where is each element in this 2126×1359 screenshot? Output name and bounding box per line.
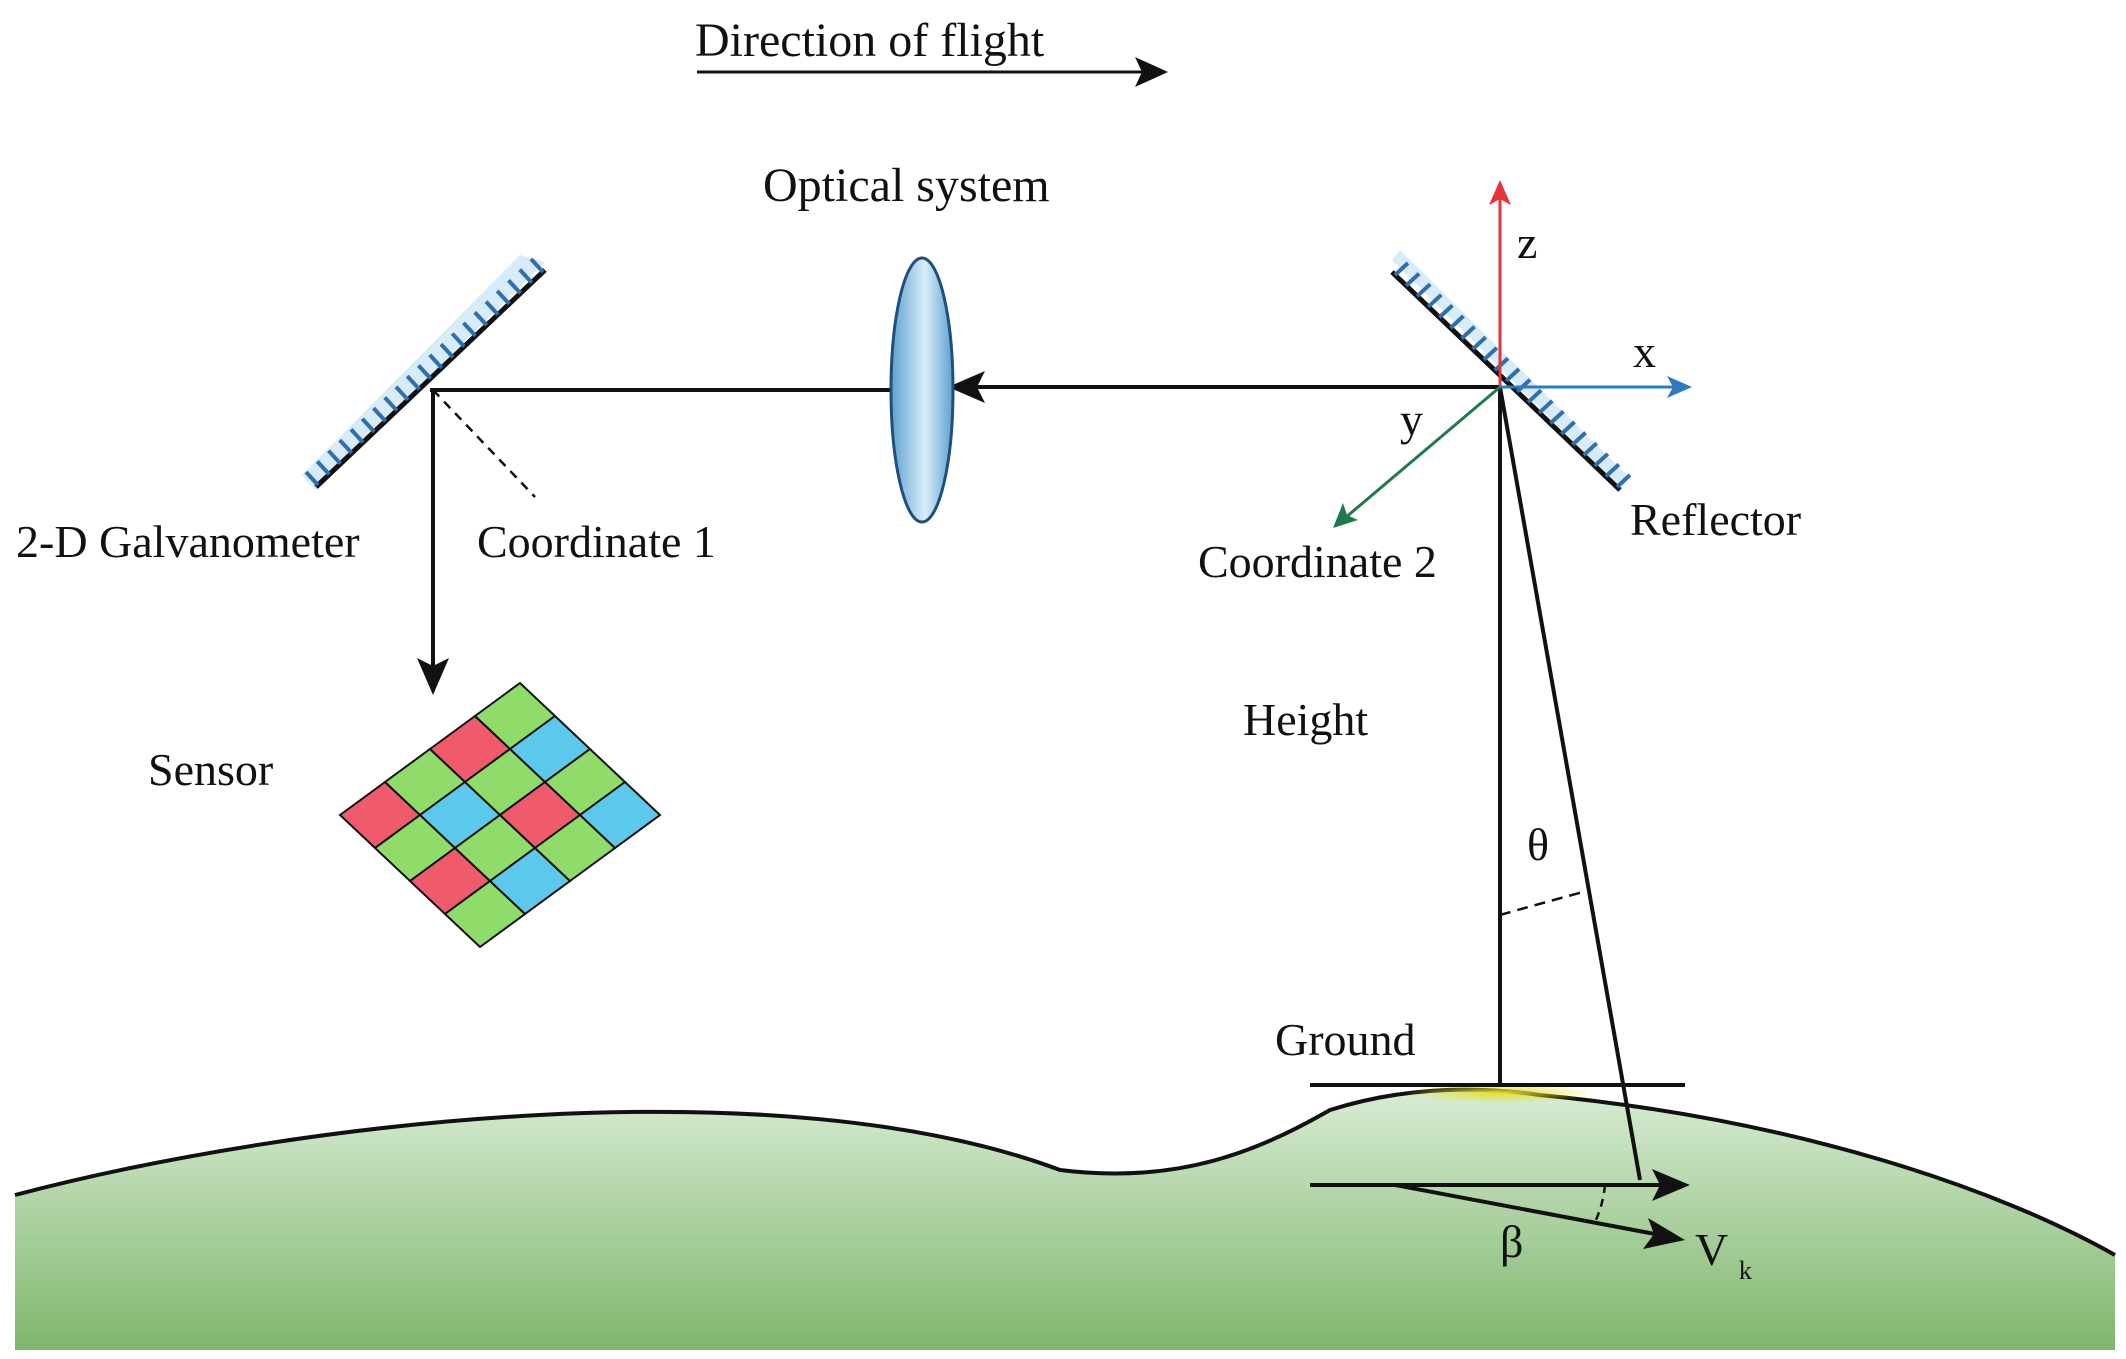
direction-of-flight-label: Direction of flight	[695, 14, 1045, 67]
ground-terrain	[14, 1083, 2116, 1350]
lens-optical-system	[889, 256, 955, 524]
lens	[889, 256, 955, 524]
hatch-mark	[1482, 346, 1499, 362]
sensor	[338, 681, 662, 949]
hatch-mark	[1549, 409, 1565, 425]
horizontal-velocity-arrow-head	[1652, 1169, 1690, 1201]
theta-label: θ	[1527, 819, 1549, 870]
hatch-mark	[484, 300, 500, 316]
hatch-mark	[1560, 420, 1576, 436]
galvanometer-hatching	[304, 257, 545, 487]
terrain-surface	[15, 1089, 2115, 1350]
hatch-mark	[417, 364, 432, 380]
hatch-mark	[327, 449, 342, 466]
hatch-mark	[1582, 441, 1599, 457]
reflector-glow	[1392, 250, 1630, 488]
hatch-mark	[473, 310, 489, 327]
hatch-mark	[1438, 303, 1454, 319]
reflector-label: Reflector	[1630, 494, 1801, 545]
beam-arrow-head-sensor	[417, 658, 449, 695]
hatch-mark	[507, 278, 522, 295]
beta-arc	[1593, 1184, 1607, 1223]
coordinate-1-pointer	[432, 389, 536, 498]
optical-system-label: Optical system	[763, 159, 1050, 212]
vk-arrow-head	[1643, 1218, 1685, 1249]
sensor-pixel-blue	[578, 780, 662, 850]
ground-footprint	[1405, 1083, 1595, 1103]
hatch-mark	[304, 470, 320, 487]
sensor-label: Sensor	[148, 744, 273, 795]
galvanometer-mirror	[302, 255, 547, 490]
hatch-mark	[1449, 314, 1465, 330]
hatch-mark	[1615, 473, 1632, 489]
y-axis-arrow-head	[1333, 503, 1358, 528]
hatch-mark	[1526, 388, 1543, 404]
hatch-mark	[394, 385, 410, 402]
hatch-mark	[1571, 431, 1587, 447]
hatch-mark	[439, 342, 455, 359]
hatch-mark	[1393, 261, 1410, 277]
reflector-hatching	[1393, 261, 1632, 489]
x-axis-label: x	[1633, 326, 1656, 377]
hatch-mark	[315, 459, 331, 476]
coordinate-2-axes	[1333, 180, 1692, 528]
y-axis-label: y	[1400, 394, 1423, 445]
hatch-mark	[1471, 335, 1488, 351]
flight-direction: Direction of flight	[695, 14, 1168, 87]
hatch-mark	[529, 257, 545, 274]
hatch-mark	[518, 268, 534, 285]
ground-label: Ground	[1275, 1014, 1416, 1065]
beam-paths	[417, 371, 1685, 1181]
z-axis-arrow-head	[1489, 180, 1511, 205]
velocity-vectors	[1310, 1169, 1690, 1249]
hatch-mark	[360, 417, 376, 434]
velocity-symbol: V	[1695, 1224, 1728, 1275]
velocity-label: V k	[1695, 1224, 1752, 1285]
hatch-mark	[1404, 272, 1421, 288]
beta-label: β	[1500, 1216, 1523, 1267]
coordinate-2-label: Coordinate 2	[1198, 536, 1437, 587]
flight-arrow-head	[1135, 57, 1168, 87]
galvanometer-label: 2-D Galvanometer	[16, 516, 360, 567]
beam-arrow-head-lens	[948, 371, 985, 403]
hatch-mark	[383, 396, 399, 412]
hatch-mark	[462, 321, 477, 338]
hatch-mark	[1426, 293, 1443, 309]
y-axis	[1344, 385, 1501, 520]
slanted-beam	[1498, 386, 1642, 1181]
z-axis-label: z	[1517, 217, 1537, 268]
hatch-mark	[450, 332, 466, 348]
hatch-mark	[1415, 282, 1432, 298]
hatch-mark	[338, 438, 354, 455]
velocity-subscript: k	[1739, 1256, 1752, 1285]
hatch-mark	[1460, 325, 1476, 341]
hatch-mark	[428, 353, 444, 370]
theta-arc	[1499, 890, 1584, 917]
vk-vector-line	[1394, 1183, 1656, 1236]
height-label: Height	[1243, 694, 1368, 745]
hatch-mark	[1537, 399, 1554, 415]
hatch-mark	[349, 428, 365, 444]
hatch-mark	[1593, 452, 1610, 468]
reflector-mirror	[1390, 250, 1632, 492]
x-axis-arrow-head	[1667, 376, 1692, 398]
hatch-mark	[405, 374, 421, 391]
terrain-outline	[14, 1087, 2116, 1257]
hatch-mark	[1504, 367, 1521, 383]
hatch-mark	[495, 289, 511, 306]
hatch-mark	[1604, 462, 1621, 478]
coordinate-1-label: Coordinate 1	[477, 516, 716, 567]
hatch-mark	[372, 406, 387, 423]
